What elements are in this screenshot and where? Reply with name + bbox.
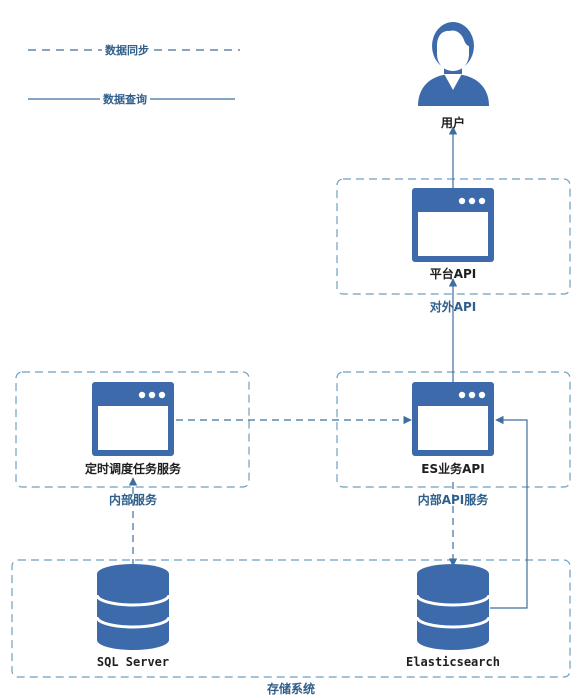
platform-api-window-icon [412,188,494,262]
sql-server-database-icon [95,564,171,650]
elasticsearch-database-icon [415,564,491,650]
user-label: 用户 [440,116,466,130]
es-api-label: ES业务API [421,462,485,476]
edge-elasticsearch-to-esapi [490,415,528,609]
group-internal-service [15,371,250,488]
group-internal-api-service-label: 内部API服务 [417,493,489,507]
user-icon [418,22,489,106]
sql-server-label: SQL Server [96,655,170,669]
group-internal-service-label: 内部服务 [108,493,158,507]
legend-query-label: 数据查询 [100,91,150,107]
legend-sync-label: 数据同步 [102,42,152,58]
group-external-api-label: 对外API [429,300,477,314]
elasticsearch-label: Elasticsearch [406,655,500,669]
scheduler-window-icon [92,382,174,456]
platform-api-label: 平台API [429,267,477,281]
scheduler-label: 定时调度任务服务 [84,462,182,476]
group-storage [11,559,571,678]
es-api-window-icon [412,382,494,456]
group-storage-label: 存储系统 [266,682,316,696]
